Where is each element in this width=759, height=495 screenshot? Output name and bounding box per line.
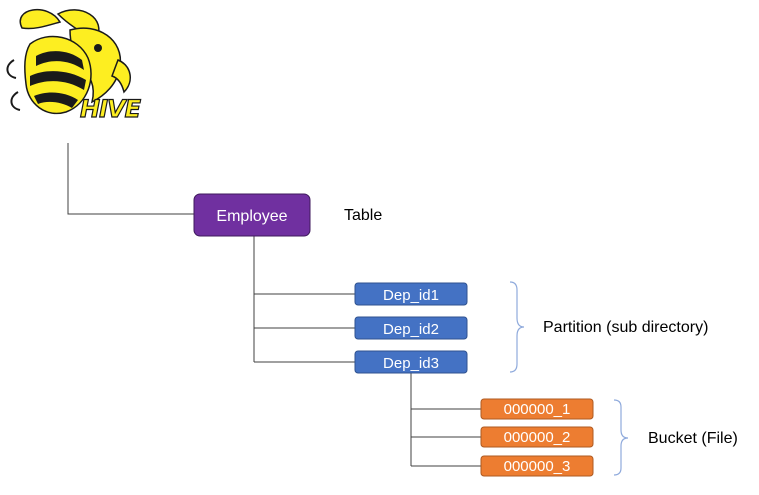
partition-node: Dep_id2 [354, 316, 468, 340]
hive-logo: HIVE [6, 8, 143, 124]
connector-lines [67, 143, 481, 467]
partition-node: Dep_id1 [354, 282, 468, 306]
bucket-label: 000000_3 [504, 458, 571, 475]
bucket-label: 000000_2 [504, 429, 571, 446]
table-box [193, 193, 311, 237]
bucket-node: 000000_1 [480, 398, 594, 420]
hive-bee-elephant-icon [6, 8, 131, 115]
bucket-node: 000000_3 [480, 455, 594, 477]
table-label: Employee [216, 208, 287, 225]
table-node: Employee [193, 193, 311, 237]
logo-to-table-connector [67, 143, 194, 215]
partition-label: Dep_id3 [383, 355, 439, 372]
bucket-node: 000000_2 [480, 426, 594, 448]
partition-node: Dep_id3 [354, 350, 468, 374]
partition-annotation: Partition (sub directory) [543, 319, 708, 336]
partition-nodes: Dep_id1 Dep_id2 Dep_id3 [354, 282, 468, 374]
bucket-brace [613, 399, 629, 476]
bucket-annotation: Bucket (File) [648, 430, 738, 447]
partition-label: Dep_id2 [383, 321, 439, 338]
table-annotation: Table [344, 207, 382, 224]
partition-label: Dep_id1 [383, 287, 439, 304]
bucket-nodes: 000000_1 000000_2 000000_3 [480, 398, 594, 477]
bucket-label: 000000_1 [504, 401, 571, 418]
partition-brace [509, 281, 525, 373]
hive-wordmark: HIVE [80, 95, 142, 123]
